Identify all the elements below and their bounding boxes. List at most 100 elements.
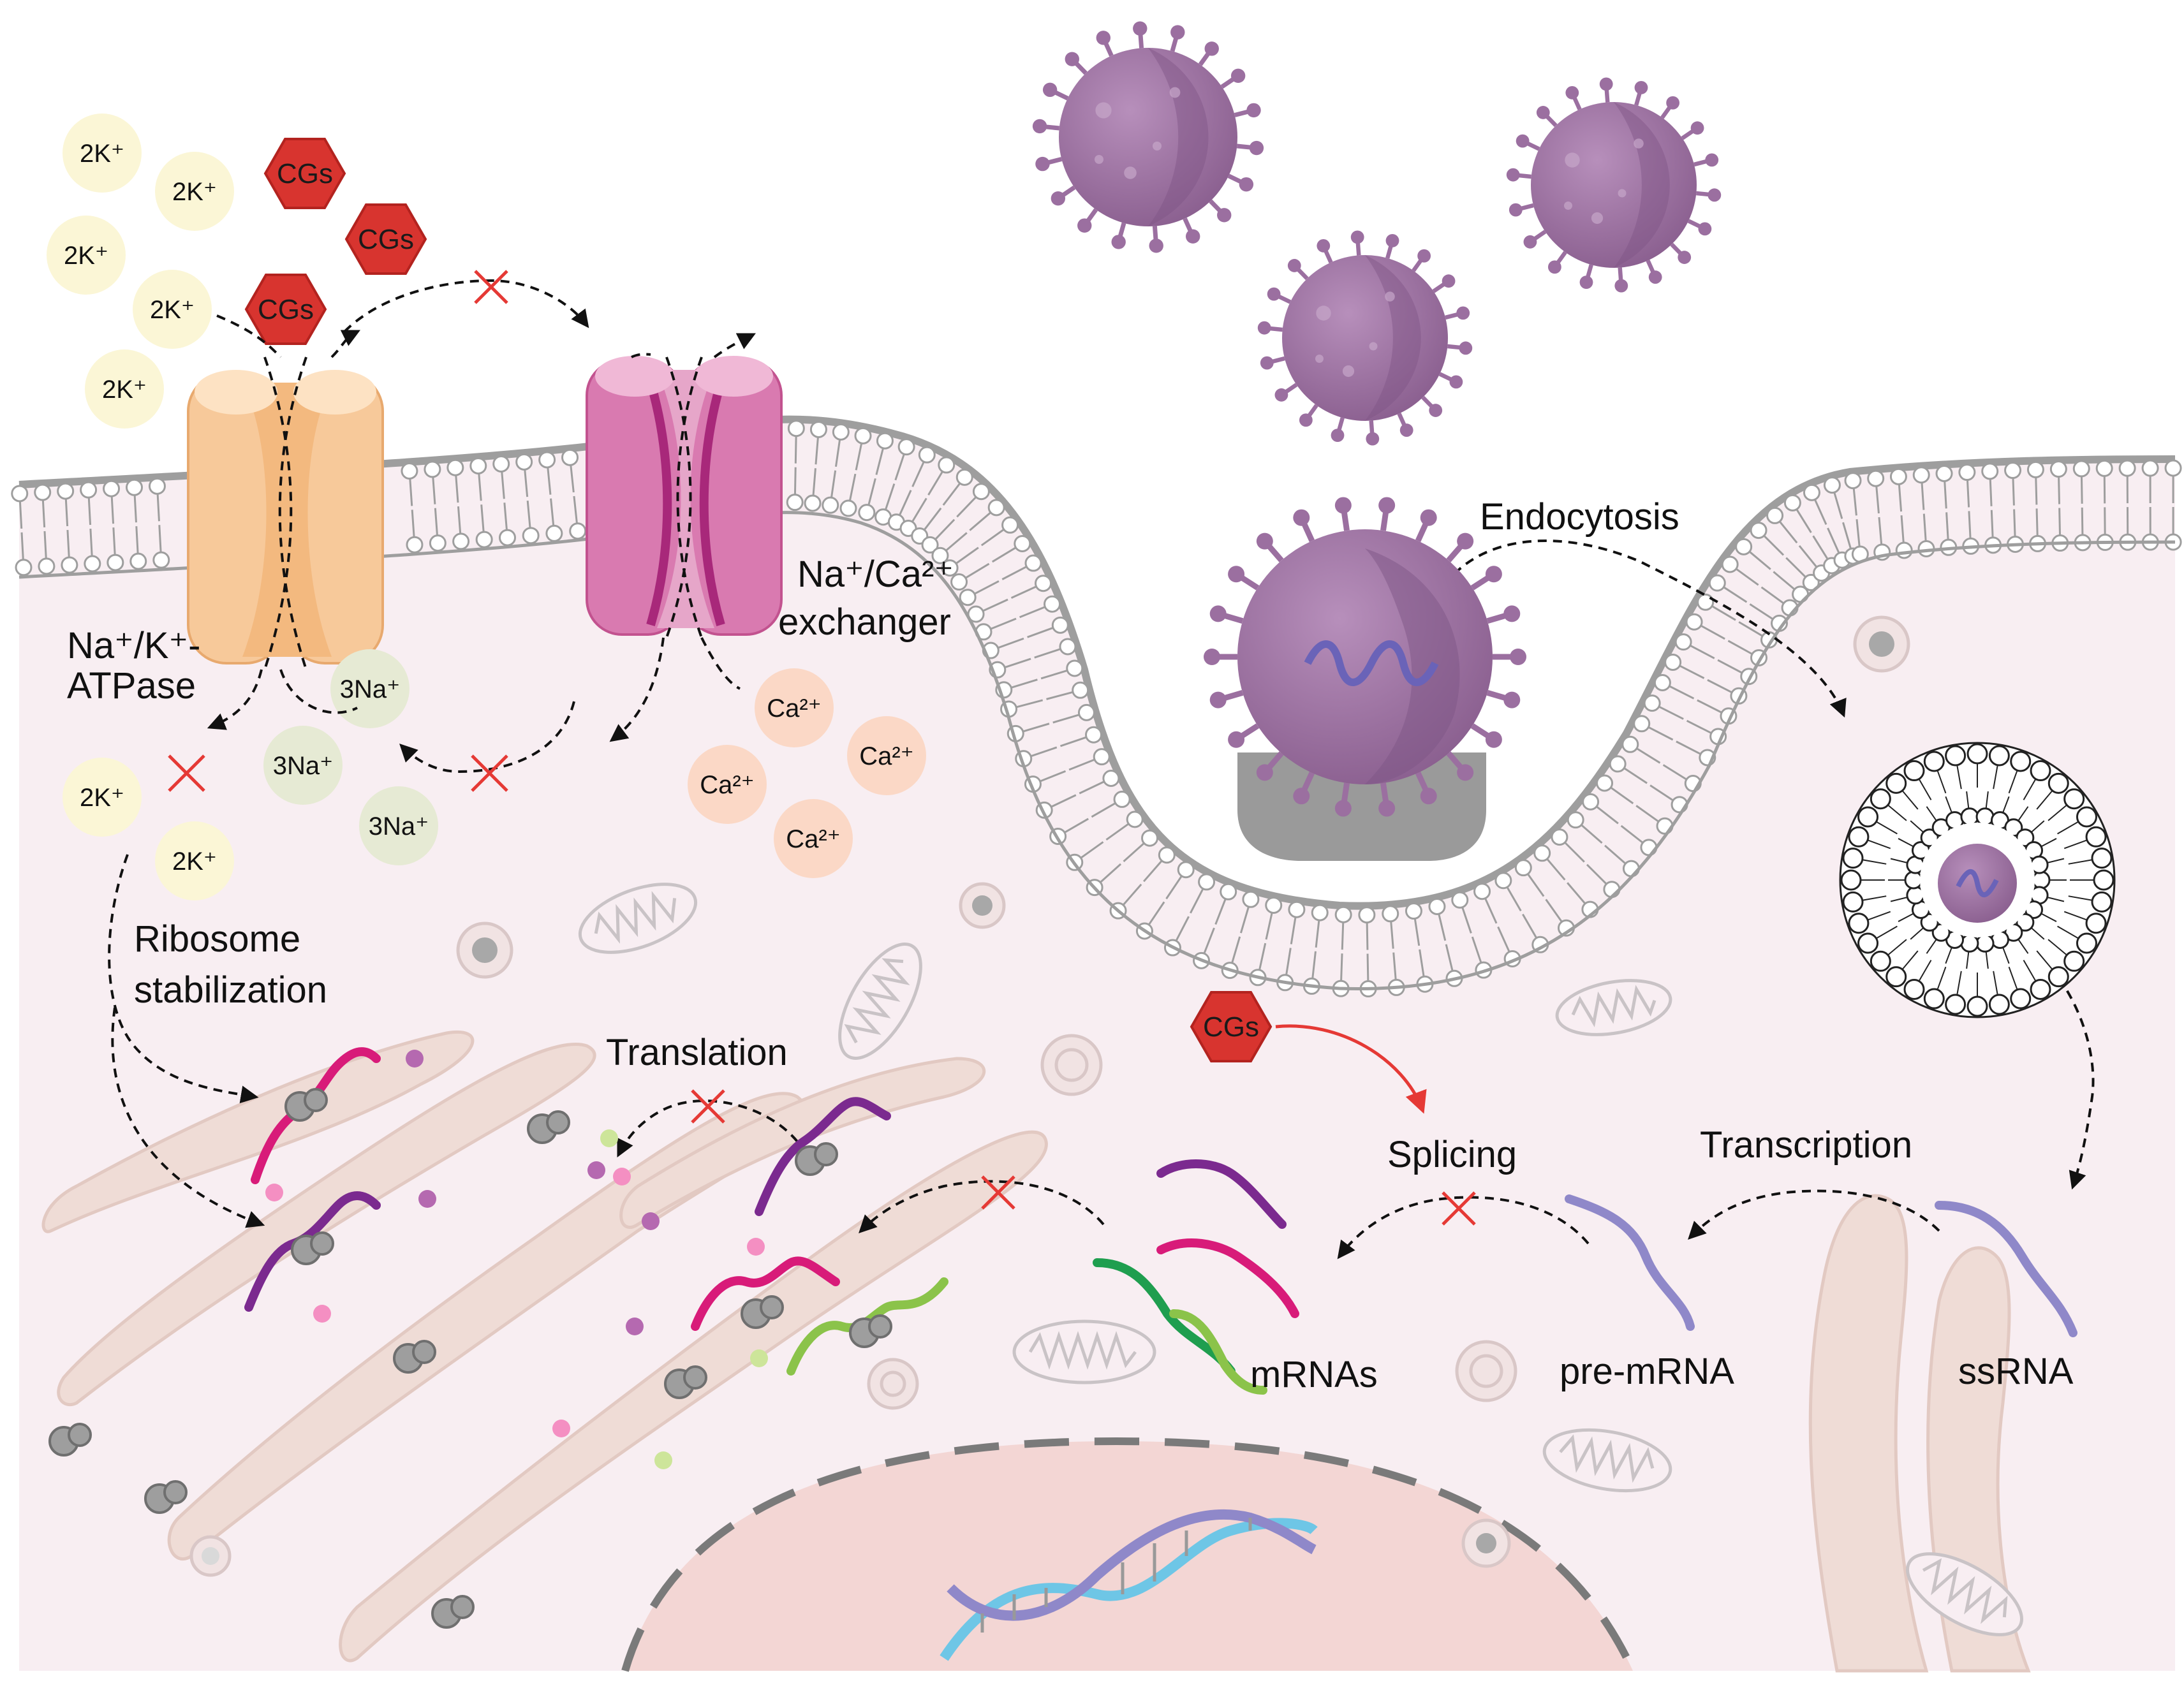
lipid <box>57 482 78 574</box>
ca-ion-label: Ca²⁺ <box>859 742 914 770</box>
endosome-lipid <box>1903 760 1932 800</box>
endosome-lipid <box>1898 838 1930 860</box>
exchanger-in-arrow <box>631 353 651 358</box>
lipid <box>561 448 587 540</box>
lipid <box>1035 770 1120 819</box>
ca-ion: Ca²⁺ <box>774 799 853 878</box>
vesicle <box>456 921 513 979</box>
lipid <box>1633 715 1716 767</box>
vesicle <box>189 1535 232 1577</box>
lipid <box>786 420 805 511</box>
lipid <box>804 420 827 512</box>
k-ion: 2K⁺ <box>155 821 234 900</box>
lipid <box>125 478 147 570</box>
ca-ion: Ca²⁺ <box>755 668 834 747</box>
cross-icon <box>471 754 508 792</box>
na-ca-exchanger <box>586 356 783 638</box>
cg-to-exchanger-arrow <box>343 279 589 333</box>
virus-spike-tip <box>1256 532 1273 550</box>
na-k-atpase <box>187 356 384 670</box>
cross-icon <box>474 270 508 304</box>
virus <box>1032 21 1264 253</box>
endosome-lipid <box>2063 911 2107 934</box>
endosome-lipid <box>2016 820 2045 848</box>
virus-spike-tip <box>1485 566 1502 583</box>
virus-spike-tip <box>1256 764 1273 781</box>
virus-spike-tip <box>1457 764 1474 781</box>
cross-icon <box>1442 1191 1476 1226</box>
virus-spike-tip <box>1503 605 1521 622</box>
endosome-lipid <box>2063 826 2107 849</box>
lipid <box>1582 793 1658 856</box>
er-translation-arrow <box>859 1180 1105 1233</box>
lipid <box>921 483 990 554</box>
k-ions-intracellular: 2K⁺ 2K⁺ <box>63 758 234 900</box>
na-ion: 3Na⁺ <box>330 649 410 728</box>
endosome-lipid <box>2023 960 2051 1000</box>
endosome-lipid <box>1975 791 1995 826</box>
mrna-strand <box>1156 1159 1287 1229</box>
lipid <box>822 423 850 514</box>
endosome <box>1839 742 2116 1018</box>
mitochondrion <box>578 883 698 954</box>
endosome-lipid <box>1885 772 1919 810</box>
lipid <box>975 595 1061 641</box>
cross-icon <box>168 754 205 792</box>
protein-dots <box>265 1050 768 1469</box>
endosome-lipid <box>1945 745 1966 789</box>
ribosome <box>48 1423 92 1457</box>
k-ions-extracellular: 2K⁺ 2K⁺ 2K⁺ 2K⁺ 2K⁺ <box>47 114 234 429</box>
endosome-lipid <box>1848 826 1891 849</box>
ribosome <box>393 1340 436 1374</box>
lipid <box>858 432 894 522</box>
lipid <box>401 462 424 554</box>
text-labels: Na⁺/K⁺- ATPase Na⁺/Ca²⁺ exchanger Endocy… <box>67 496 2074 1395</box>
virus <box>1506 77 1722 293</box>
lipid <box>1844 472 1869 563</box>
virus-spike-tip <box>1334 497 1352 514</box>
k-ion: 2K⁺ <box>155 152 234 231</box>
endosome-lipid <box>1870 939 1907 972</box>
virus-spike-tip <box>1293 788 1310 805</box>
lipid <box>874 438 915 526</box>
mitochondrion <box>1012 1319 1156 1384</box>
na-ion: 3Na⁺ <box>359 786 438 865</box>
lipid <box>989 638 1077 679</box>
lipid <box>80 481 101 573</box>
atpase-k-in-arrow <box>207 669 263 730</box>
cg-splicing-inhibition-arrow <box>1275 1024 1427 1114</box>
atpase-label-line2: ATPase <box>67 665 196 707</box>
endosome-lipid <box>2048 939 2085 972</box>
extracellular-viruses <box>1032 21 1722 446</box>
lipid-bilayer-heads <box>11 420 2182 998</box>
virus-spike-tip <box>1293 509 1310 526</box>
ribosome-label-line2: stabilization <box>134 969 327 1011</box>
endosome-lipid <box>2008 751 2032 794</box>
cg-hexagon: CGs <box>244 274 327 345</box>
lipid <box>967 575 1052 623</box>
vesicle <box>1853 615 1910 673</box>
virus-spike-tip <box>1457 532 1474 550</box>
virus-spike-tip <box>1228 566 1245 583</box>
vesicle <box>1040 1034 1103 1096</box>
endosome-lipid <box>1923 966 1947 1009</box>
k-ion-label: 2K⁺ <box>150 296 195 324</box>
endosome-lipid-heads <box>1840 743 2114 1017</box>
endosome-lipid <box>2057 806 2097 835</box>
k-ion-label: 2K⁺ <box>64 242 108 270</box>
k-ion: 2K⁺ <box>47 216 126 295</box>
ribosome <box>291 1231 334 1265</box>
mrnas-label: mRNAs <box>1250 1354 1378 1395</box>
ribosome <box>849 1314 892 1348</box>
mrna-strand <box>1093 1258 1236 1376</box>
virus-spike-tip <box>1503 691 1521 708</box>
endosome-lipid <box>1842 848 1887 869</box>
endosome-lipid <box>1988 745 2010 789</box>
lipid <box>931 499 1005 564</box>
cg-label: CGs <box>277 158 333 189</box>
endosome-lipid <box>2068 891 2113 913</box>
ca-ion: Ca²⁺ <box>847 716 926 795</box>
cg-hexagon: CGs <box>344 203 427 275</box>
exchanger-out-arrow <box>713 333 756 358</box>
